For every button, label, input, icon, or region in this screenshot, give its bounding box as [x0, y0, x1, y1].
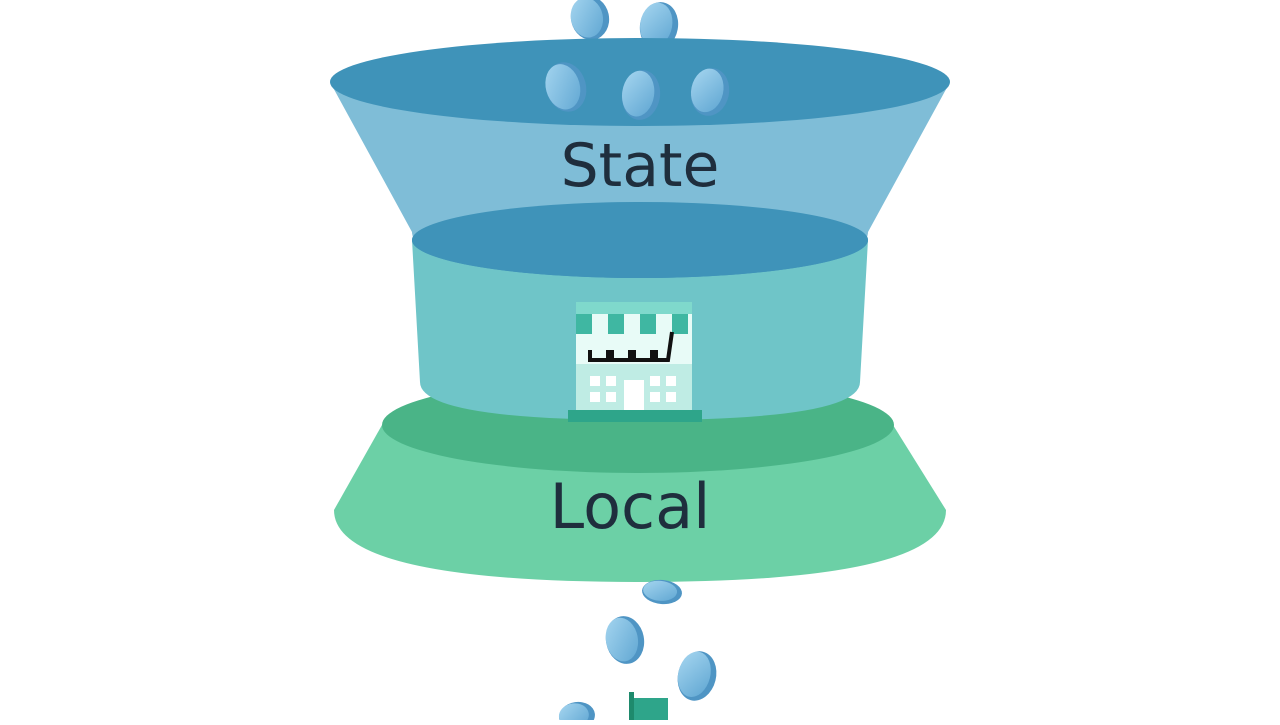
coin-icon — [690, 68, 730, 116]
coin-icon — [621, 70, 661, 120]
top-coins-group — [570, 0, 679, 50]
local-label: Local — [550, 470, 711, 543]
coin-icon — [570, 0, 610, 40]
state-label: State — [561, 131, 720, 201]
middle-tier-rim — [412, 202, 868, 278]
coin-icon — [605, 616, 645, 664]
rim-coins-group — [545, 62, 730, 120]
coin-icon — [545, 62, 587, 112]
small-flag-icon — [629, 692, 668, 720]
storefront-building-icon — [568, 302, 702, 422]
bottom-coins-group — [558, 579, 717, 725]
coin-icon — [642, 579, 682, 605]
coin-icon — [677, 651, 717, 701]
coin-icon — [558, 701, 595, 725]
coin-icon — [639, 2, 679, 50]
